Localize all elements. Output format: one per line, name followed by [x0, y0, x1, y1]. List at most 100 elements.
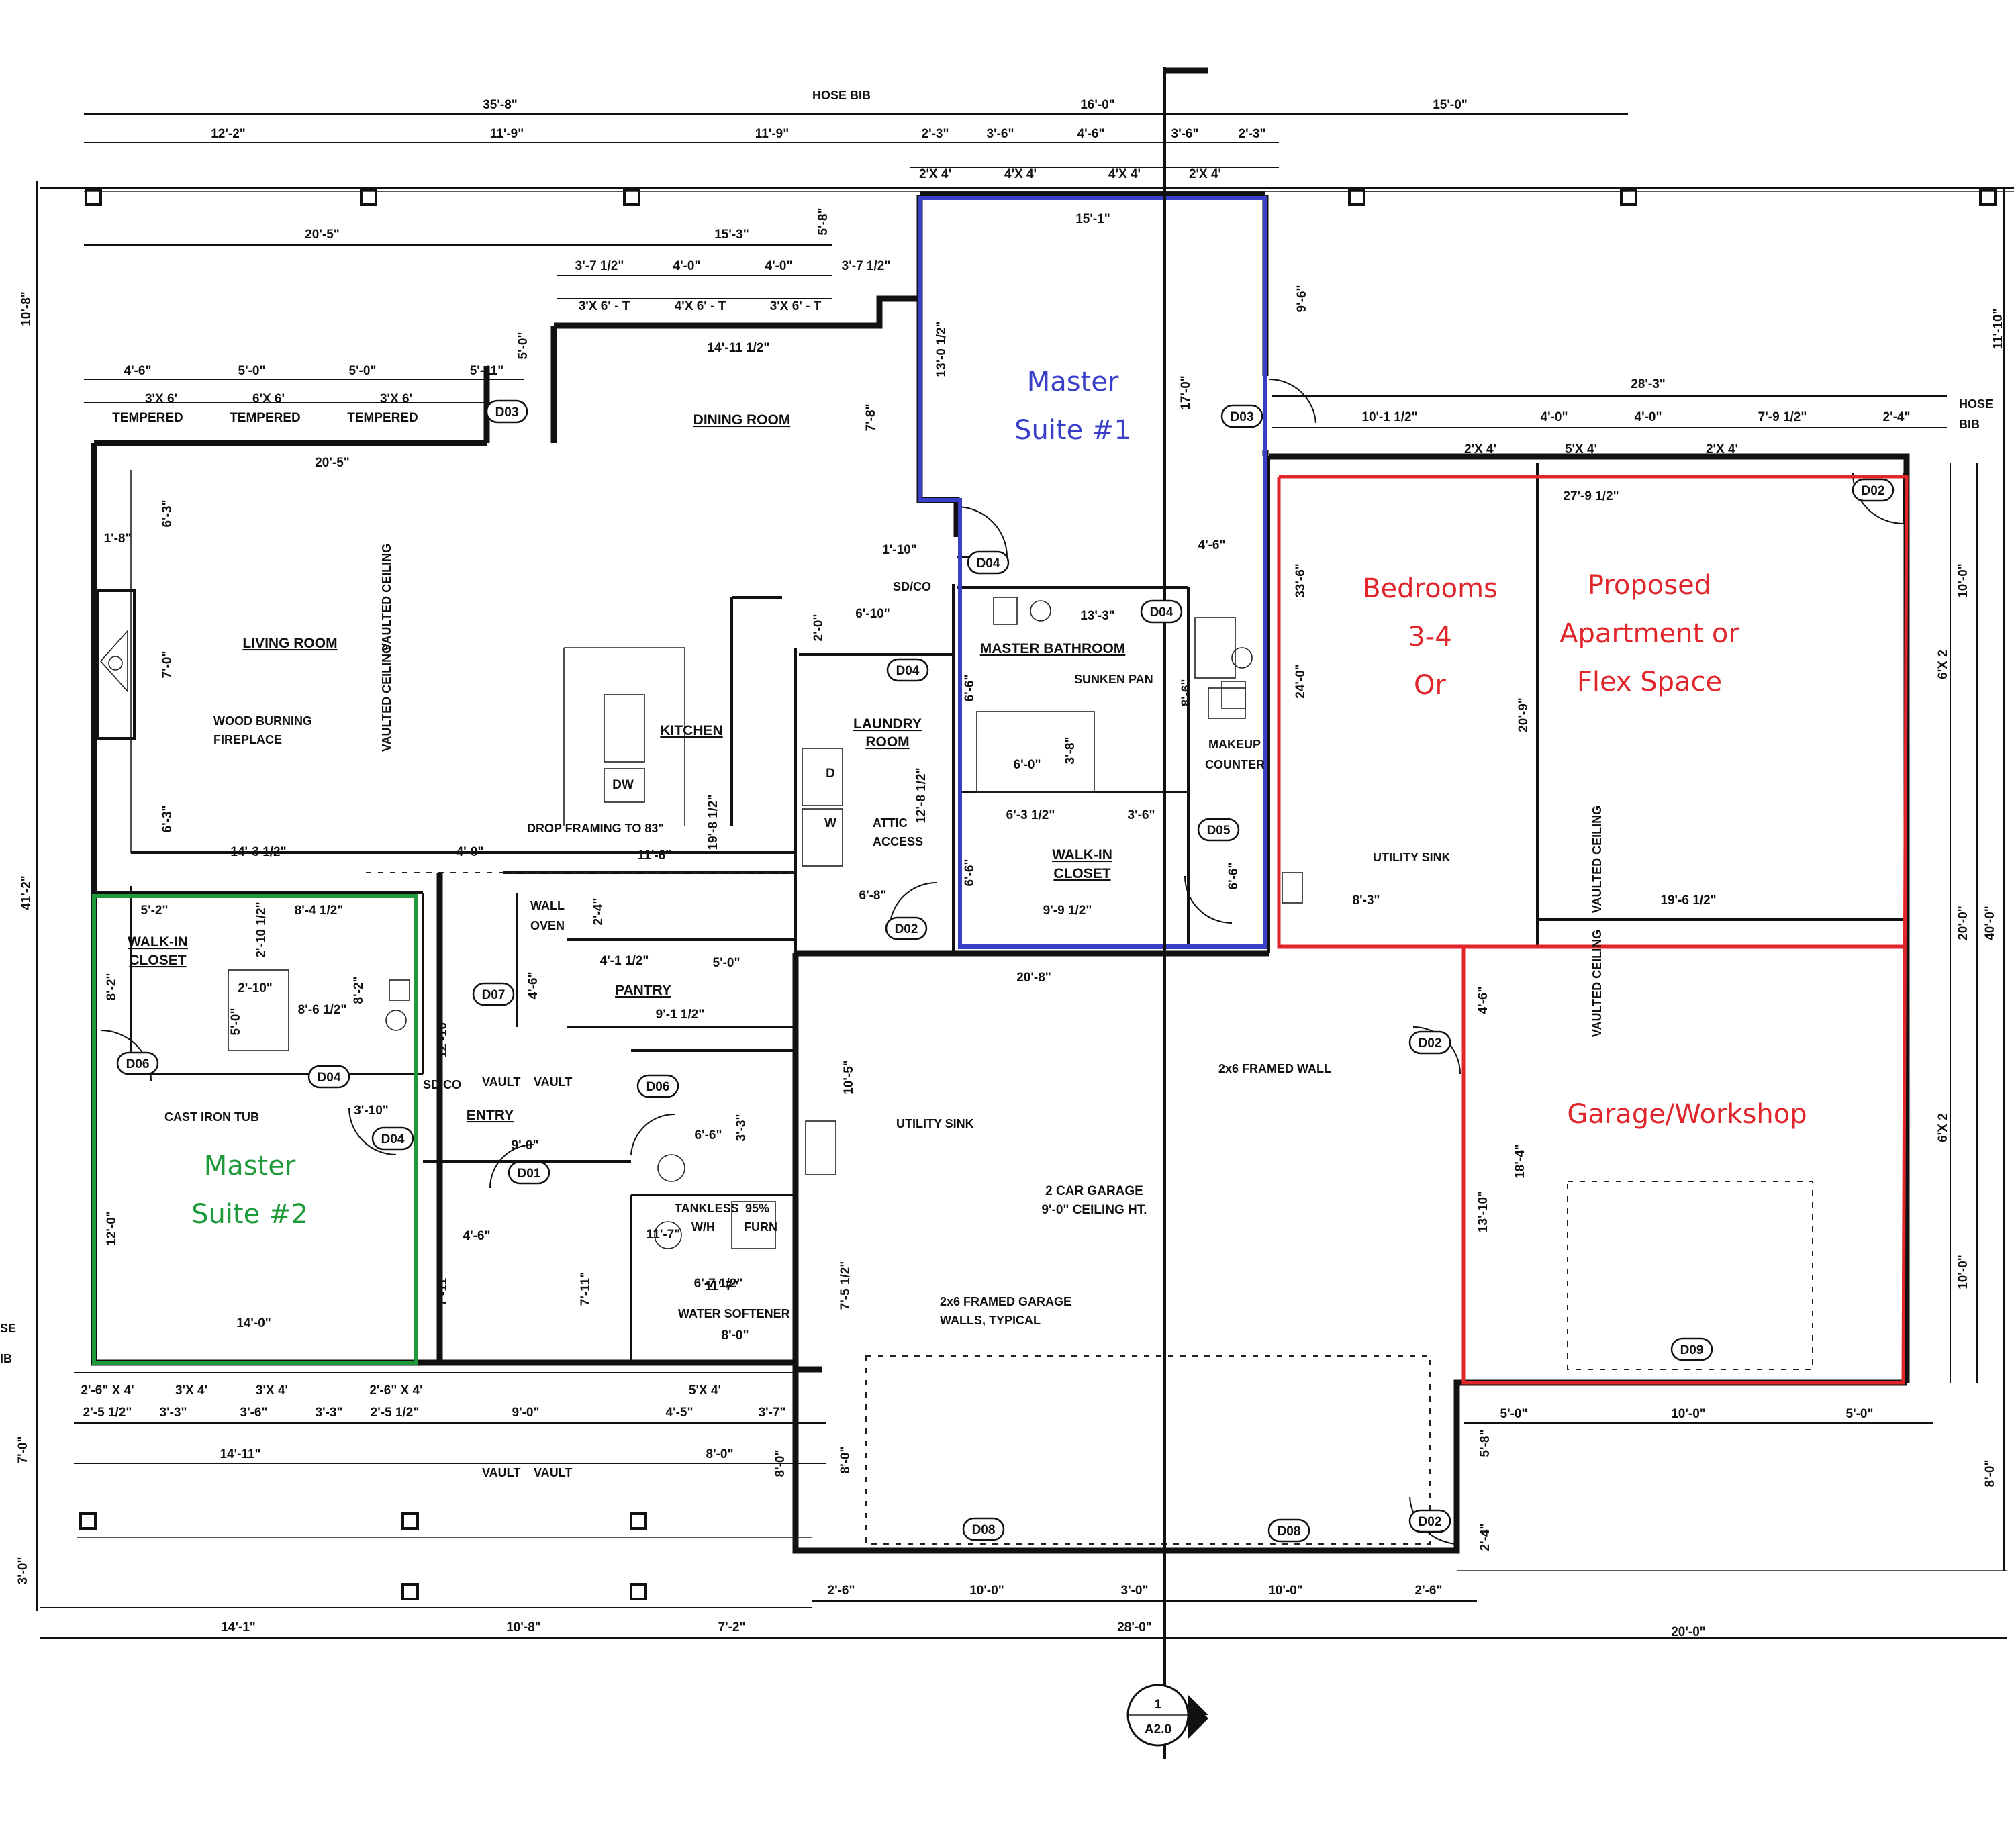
- dishwasher-label: DW: [612, 778, 634, 792]
- dim: 14'-11 1/2": [708, 341, 770, 355]
- dim: 12'-0": [105, 1211, 119, 1246]
- dim: 4'-6": [1077, 127, 1105, 141]
- dim: 9'-9 1/2": [1043, 904, 1092, 918]
- dim: 4'-1 1/2": [600, 954, 649, 968]
- dim: 5'-8": [816, 208, 830, 236]
- dim: 2'-3": [1239, 127, 1266, 141]
- door-tag: D08: [1278, 1524, 1301, 1539]
- window-label: 2'X 4': [1189, 167, 1221, 181]
- vaulted-ceiling-note: VAULTED CEILING: [1590, 806, 1604, 913]
- hose-bib-note: SE: [0, 1322, 16, 1335]
- dim: 24'-0": [1294, 664, 1308, 699]
- dim: 10'-0": [1268, 1584, 1303, 1598]
- dim: 7'-2": [718, 1620, 746, 1635]
- dim: 1'-8": [104, 532, 132, 546]
- washer-label: W: [824, 816, 836, 830]
- window-label: 4'X 4': [1108, 167, 1141, 181]
- framed-garage-note: 2x6 FRAMED GARAGE: [940, 1295, 1071, 1308]
- dim: 3'-6": [1128, 808, 1155, 822]
- window-label: 2'-6" X 4': [369, 1383, 422, 1398]
- drop-framing-note: DROP FRAMING TO 83": [527, 822, 664, 835]
- dim: 6'-6": [695, 1128, 722, 1142]
- room-labels: DINING ROOM LIVING ROOM KITCHEN LAUNDRY …: [128, 412, 1147, 1217]
- dim: 2'-10 1/2": [254, 902, 269, 957]
- window-label: 6'X 2: [1936, 650, 1950, 679]
- dim: 18'-4": [1513, 1144, 1527, 1179]
- dim: 2'-0": [812, 614, 826, 642]
- door-tag: D06: [126, 1057, 150, 1071]
- section-number: 1: [1155, 1698, 1162, 1712]
- window-label: 6'X 2: [1936, 1113, 1950, 1142]
- dim: 5'-0": [516, 332, 530, 360]
- garage-workshop-label: Garage/Workshop: [1567, 1099, 1807, 1130]
- apartment-label: Proposed: [1588, 570, 1711, 601]
- dim: 8'-2": [352, 977, 366, 1004]
- dim: 4'-5": [666, 1406, 693, 1420]
- dim: 4'-6": [463, 1229, 491, 1243]
- dim: 4'-0": [673, 259, 701, 273]
- dim: 20'-5": [315, 456, 350, 470]
- dim: 4'-0": [457, 845, 484, 859]
- fixtures: [96, 589, 1303, 1249]
- dim: 20'-9": [1517, 697, 1531, 732]
- dim: 6'-3": [160, 806, 175, 833]
- hose-bib-note: BIB: [1959, 418, 1980, 431]
- dim: 2'-6": [828, 1584, 855, 1598]
- fireplace-note: WOOD BURNING: [213, 714, 312, 728]
- room-label-walkin-1: CLOSET: [1053, 866, 1110, 881]
- window-label: 4'X 6' - T: [675, 299, 726, 313]
- dim: 2'-4": [1883, 410, 1911, 424]
- door-tag: D04: [1150, 605, 1173, 620]
- dim: 7'-0": [16, 1437, 30, 1464]
- window-label: 3'X 4': [256, 1383, 288, 1398]
- dim: 10'-8": [506, 1620, 541, 1635]
- door-tag: D02: [1419, 1515, 1442, 1529]
- utility-sink-note: UTILITY SINK: [1373, 850, 1451, 864]
- dim: 7'-5 1/2": [838, 1261, 853, 1310]
- dim: 4'-6": [124, 364, 152, 378]
- dim: 10'-0": [1671, 1407, 1706, 1421]
- vaulted-ceiling-note: VAULTED CEILING: [380, 644, 393, 752]
- window-label: 3'X 4': [175, 1383, 207, 1398]
- dim: 8'-2": [105, 973, 119, 1001]
- dim: 8'-0": [773, 1450, 787, 1477]
- dim: 35'-8": [483, 98, 518, 112]
- dim: 9'-6": [1295, 285, 1309, 313]
- dim: 5'-8": [1478, 1430, 1492, 1457]
- vault-note: VAULT: [482, 1075, 520, 1089]
- dim: 3'-3": [734, 1114, 749, 1142]
- window-label: 2'X 4': [1464, 442, 1496, 456]
- door-tags: D03 D03 D02 D04 D04 D04 D04 D04 D05 D02 …: [116, 399, 1895, 1543]
- door-tag: D04: [896, 664, 920, 678]
- dim: 8'-0": [706, 1447, 734, 1461]
- window-label: TEMPERED: [347, 411, 418, 425]
- dim: 3'-6": [1171, 127, 1199, 141]
- vertical-dimensions: 10'-8" 41'-2" 6'-3" 7'-0" 6'-3" 5'-8" 5'…: [19, 208, 2005, 1310]
- dim: 2'-5 1/2": [371, 1406, 420, 1420]
- window-label: 2'-6" X 4': [81, 1383, 134, 1398]
- dim: 20'-5": [305, 228, 340, 242]
- dim: 2'-4": [591, 898, 606, 926]
- dim: 9'-0": [512, 1138, 539, 1153]
- bedrooms-label: Bedrooms: [1362, 573, 1498, 604]
- window-label: 3'X 6' - T: [579, 299, 630, 313]
- door-tag: D04: [381, 1132, 405, 1147]
- dim: 3'-10": [354, 1104, 389, 1118]
- dim: 8'-3": [1353, 893, 1380, 908]
- dim: 2'-10": [238, 981, 273, 995]
- dim: 13'-0 1/2": [934, 321, 949, 377]
- hose-bib-note: HOSE: [1959, 397, 1993, 411]
- door-tag: D04: [977, 556, 1000, 571]
- dim: 5'-0": [1846, 1407, 1874, 1421]
- room-label-living: LIVING ROOM: [242, 636, 337, 651]
- sdco-note: SD/CO: [893, 580, 931, 593]
- window-label: 3'X 6': [380, 392, 412, 406]
- dim: 11'-9": [490, 127, 524, 141]
- dim: 27'-9 1/2": [1563, 489, 1619, 503]
- dim: 12'-8 1/2": [914, 767, 928, 823]
- dim: 10'-0": [1956, 1255, 1970, 1290]
- dim: 5'-0": [1500, 1407, 1528, 1421]
- dim: 14'-3 1/2": [230, 845, 286, 859]
- dim: 7'-0": [160, 651, 175, 679]
- dim: 8'-6 1/2": [298, 1003, 347, 1017]
